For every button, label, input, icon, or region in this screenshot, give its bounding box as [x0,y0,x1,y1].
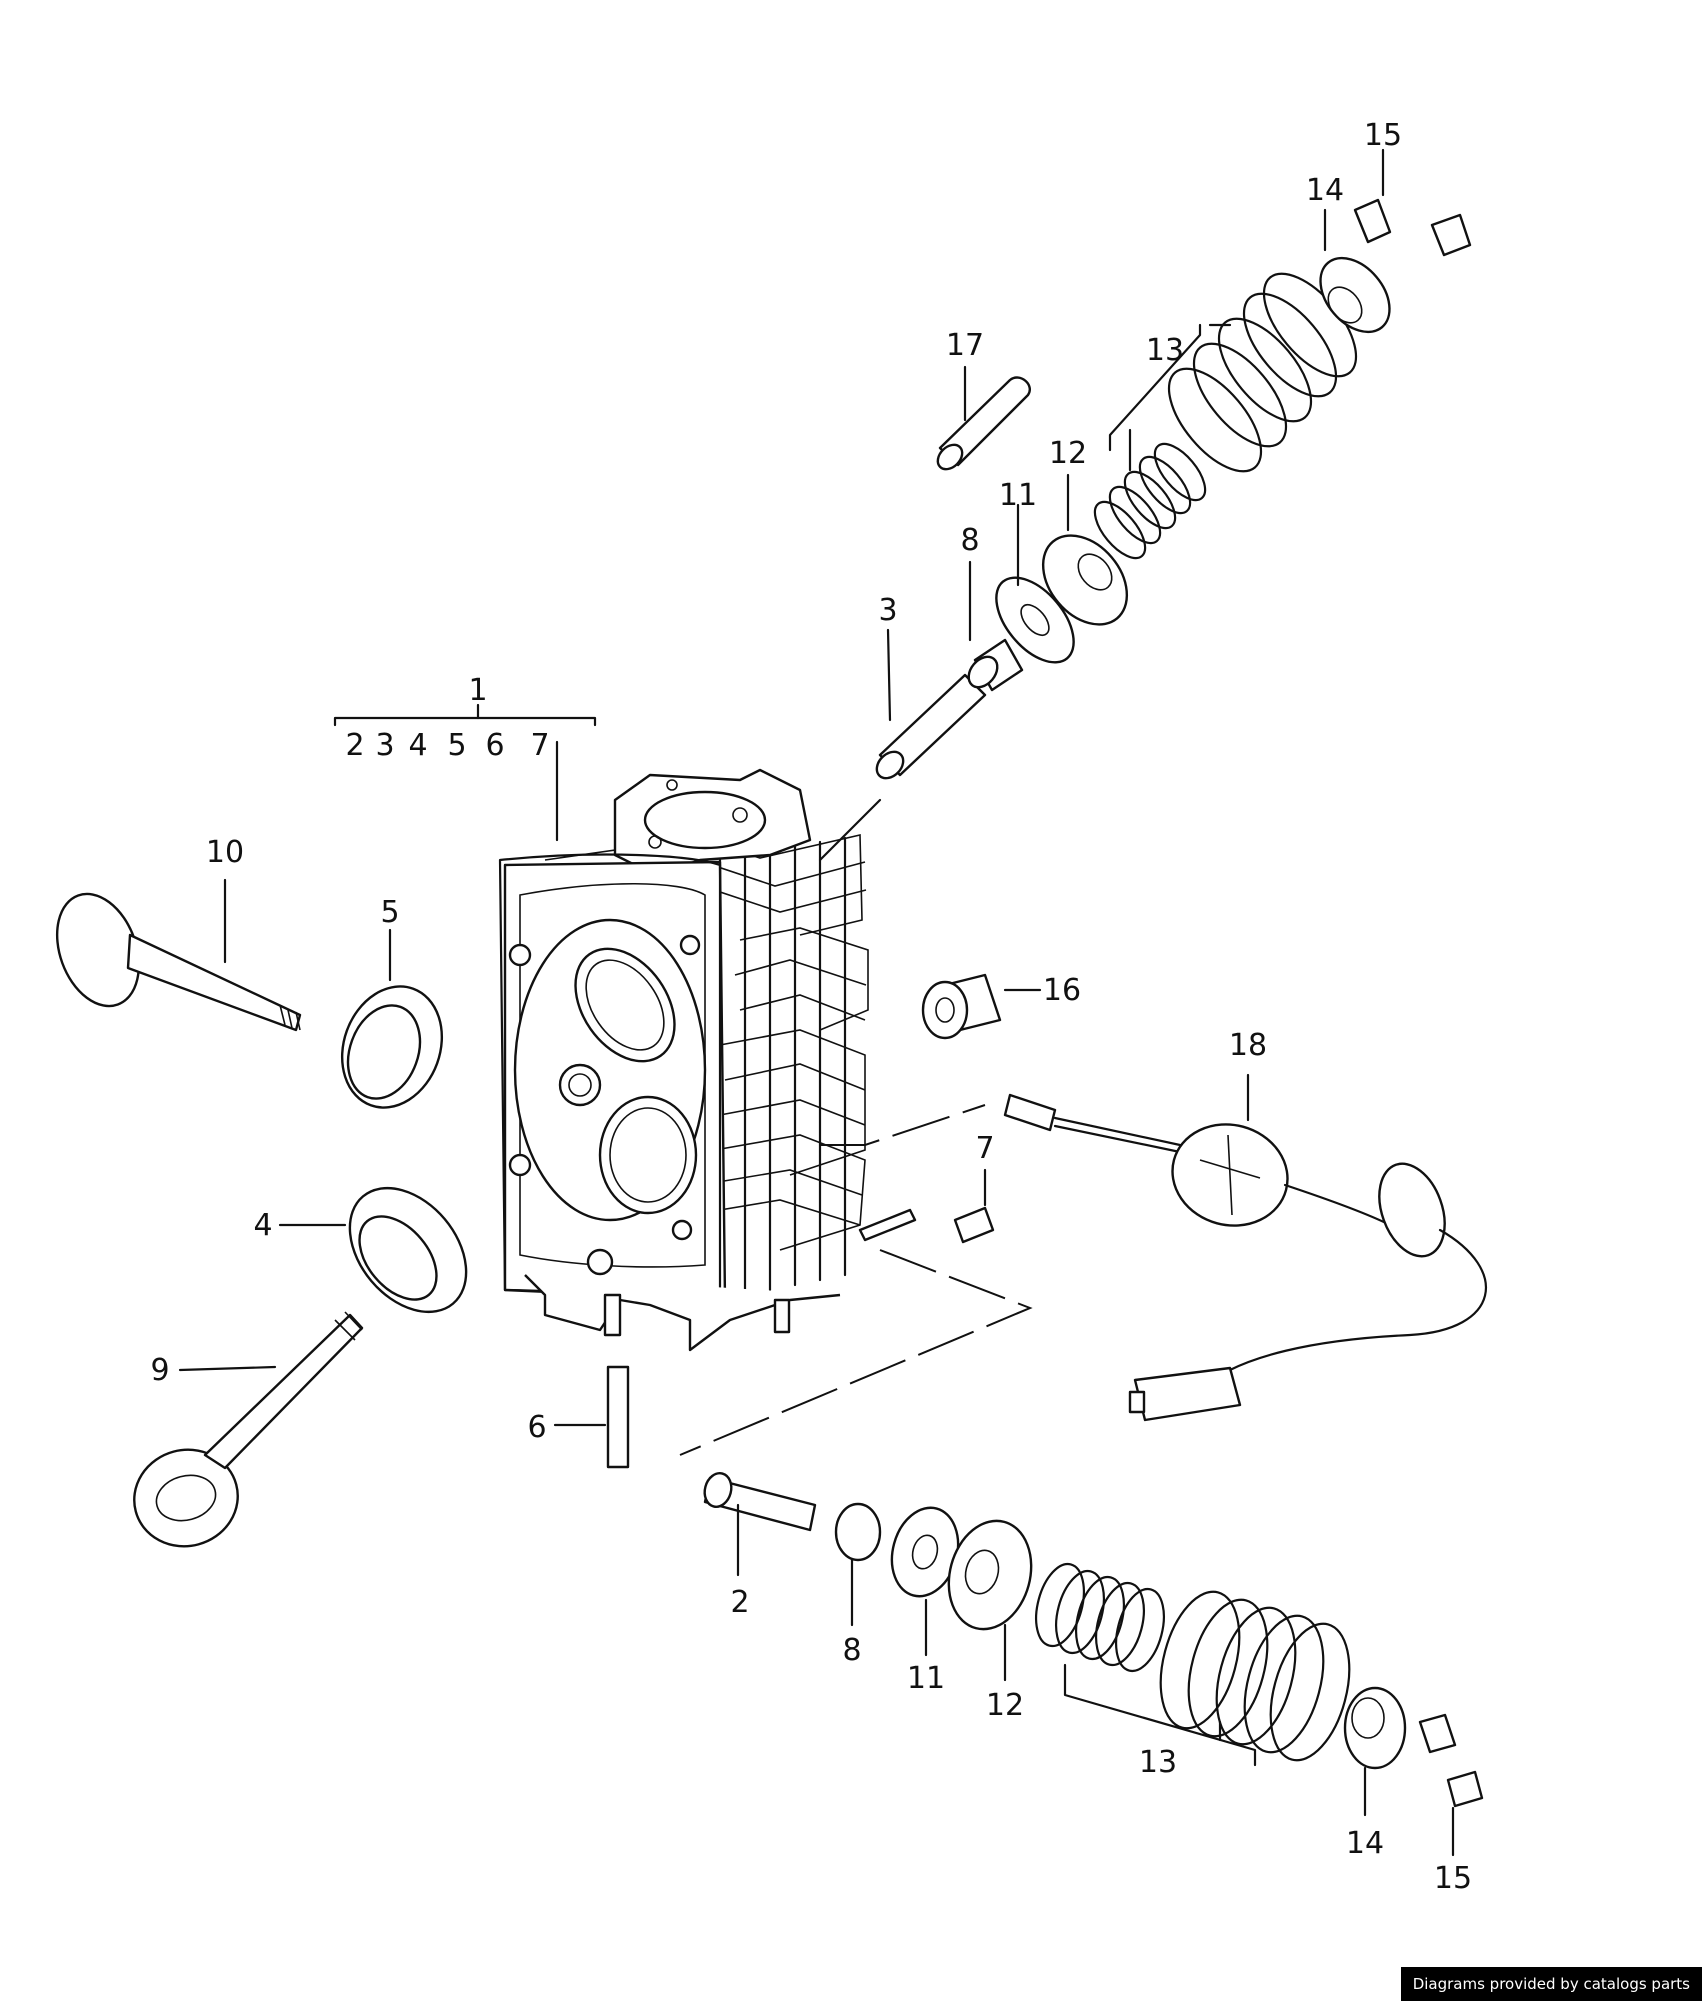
callout-sub-5: 5 [447,728,466,763]
callout-sub-7: 7 [530,728,549,763]
retainer-14b [1343,1686,1407,1770]
callout-14a: 14 [1306,173,1344,208]
leader-lines [178,148,1455,1857]
spring-seat-12b [947,1519,1033,1631]
callout-15b: 15 [1434,1861,1472,1896]
callout-labels: 1 2 3 4 5 6 7 15 14 17 13 12 11 8 3 10 5… [150,118,1472,1896]
assembly-dash-lines [679,1104,1033,1456]
callout-sub-4: 4 [408,728,427,763]
callout-16: 16 [1043,973,1081,1008]
callout-15a: 15 [1364,118,1402,153]
valve-springs-13a [1093,272,1358,560]
lower-valve-train [133,1186,1484,1808]
cylinder-head [498,768,917,1352]
callout-2: 2 [730,1585,749,1620]
callout-4: 4 [253,1208,272,1243]
callout-18: 18 [1229,1028,1267,1063]
upper-valve-train [55,198,1472,1109]
pin-17 [938,376,1031,467]
callout-8a: 8 [960,523,979,558]
callout-1: 1 [468,673,487,708]
callout-7: 7 [975,1131,994,1166]
callout-5: 5 [380,895,399,930]
callout-11b: 11 [907,1661,945,1696]
callout-11a: 11 [999,478,1037,513]
stud-7 [953,1206,995,1244]
callout-sub-2: 2 [345,728,364,763]
valve-seal-8b [834,1502,882,1562]
keeper-15d [1446,1770,1484,1808]
callout-13a: 13 [1146,333,1184,368]
callout-3: 3 [878,593,897,628]
stud-6 [606,1365,630,1469]
callout-8b: 8 [842,1633,861,1668]
callout-6: 6 [527,1410,546,1445]
callout-17: 17 [946,328,984,363]
spring-seat-12a [1041,534,1129,626]
callout-9: 9 [150,1353,169,1388]
callout-sub-3: 3 [375,728,394,763]
keeper-15a [1353,198,1392,244]
credit-badge: Diagrams provided by catalogs parts [1400,1967,1702,2001]
valve-springs-13b [1035,1562,1351,1762]
callout-sub-6: 6 [485,728,504,763]
callout-13b: 13 [1139,1745,1177,1780]
temperature-sensor-18 [1003,1093,1488,1422]
callout-14b: 14 [1346,1826,1384,1861]
callout-12b: 12 [986,1688,1024,1723]
callout-10: 10 [206,835,244,870]
keeper-15b [1430,213,1472,257]
keeper-15c [1418,1713,1457,1754]
exhaust-valve-10 [55,892,302,1032]
intake-valve-9 [133,1448,239,1548]
callout-12a: 12 [1049,436,1087,471]
